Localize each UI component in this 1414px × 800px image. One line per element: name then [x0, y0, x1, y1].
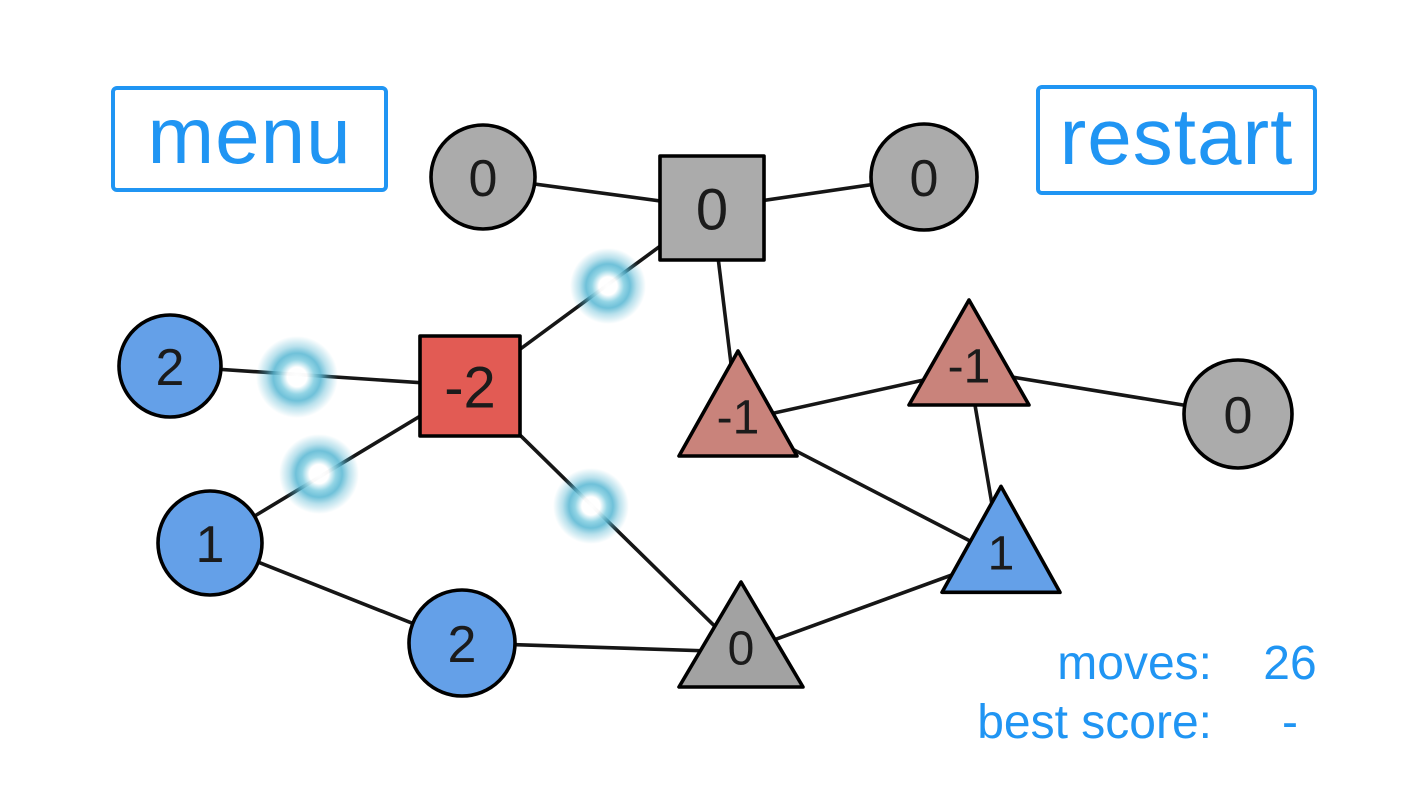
node-value: 2 [448, 616, 477, 674]
node-value: 0 [728, 623, 755, 676]
node-value: 1 [196, 516, 225, 574]
moves-value: 26 [1263, 637, 1317, 691]
menu-button[interactable]: menu [111, 86, 388, 192]
node-circle-0[interactable] [1182, 358, 1294, 470]
edge-pulse [279, 434, 359, 514]
node-triangle--1[interactable] [907, 298, 1031, 407]
node-value: 0 [910, 150, 939, 208]
node-value: 2 [156, 339, 185, 397]
score-panel: moves: 26 best score: - [977, 637, 1338, 749]
node-circle-1[interactable] [156, 489, 264, 597]
node-triangle-0[interactable] [677, 580, 805, 689]
node-triangle-1[interactable] [940, 484, 1062, 595]
node-circle-2[interactable] [407, 588, 517, 698]
node-value: 1 [988, 528, 1015, 581]
node-triangle--1[interactable] [677, 349, 799, 458]
restart-button[interactable]: restart [1036, 85, 1317, 195]
node-circle-2[interactable] [117, 313, 223, 419]
best-score-label: best score: [977, 695, 1212, 749]
node-value: -2 [444, 356, 496, 421]
node-value: 0 [696, 178, 728, 243]
node-circle-0[interactable] [869, 122, 979, 232]
node-circle-0[interactable] [429, 123, 537, 231]
edge-pulse [256, 336, 338, 418]
node-value: 0 [469, 150, 498, 208]
node-square--2[interactable] [418, 334, 522, 438]
node-square-0[interactable] [658, 154, 766, 262]
node-value: -1 [948, 341, 991, 394]
edge-pulse [553, 468, 629, 544]
node-value: 0 [1224, 387, 1253, 445]
best-score-value: - [1282, 695, 1298, 749]
node-value: -1 [717, 392, 760, 445]
edge-pulse [570, 248, 646, 324]
moves-label: moves: [1057, 637, 1212, 691]
